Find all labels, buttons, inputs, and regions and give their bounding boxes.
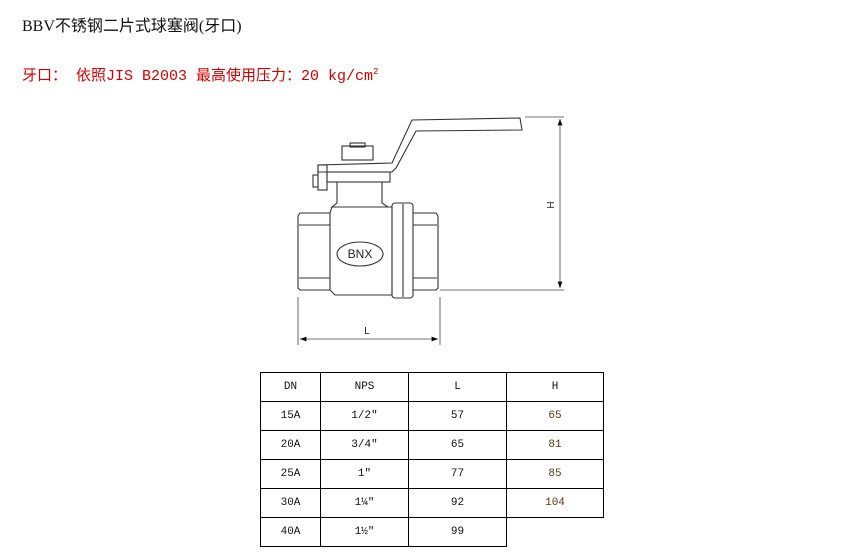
header-l: L [408, 372, 507, 402]
left-end [297, 212, 330, 291]
cell-h: 85 [506, 459, 604, 489]
cell-dn: 40A [260, 517, 321, 547]
table-row: 30A 1¼" 92 104 [260, 488, 604, 518]
logo-oval [336, 241, 384, 267]
table-header-row: DN NPS L H [260, 372, 604, 402]
stem-nut [341, 145, 374, 161]
dim-label-h: H [546, 201, 557, 208]
table-row: 20A 3/4" 65 81 [260, 430, 604, 460]
gland-flange [326, 171, 391, 183]
cell-dn: 15A [260, 401, 321, 431]
height-dimension [440, 116, 564, 291]
cell-l: 57 [408, 401, 507, 431]
valve-drawing: BNX H L [297, 116, 564, 345]
table-row: 15A 1/2" 57 65 [260, 401, 604, 431]
valve-handle [317, 117, 523, 173]
cell-nps: 1¼" [320, 488, 409, 518]
cell-dn: 30A [260, 488, 321, 518]
cell-h: 65 [506, 401, 604, 431]
cell-nps: 1½" [320, 517, 409, 547]
table-row: 25A 1" 77 85 [260, 459, 604, 489]
cell-h: 81 [506, 430, 604, 460]
right-end [413, 212, 439, 291]
neck [330, 182, 390, 208]
header-nps: NPS [320, 372, 409, 402]
cell-l: 99 [408, 517, 507, 547]
page-title: BBV不锈钢二片式球塞阀(牙口) [22, 18, 242, 35]
cell-nps: 1" [320, 459, 409, 489]
dimension-table: DN NPS L H 15A 1/2" 57 65 20A 3/4" 65 81… [260, 372, 604, 547]
dim-label-l: L [364, 326, 370, 337]
length-dimension [297, 297, 441, 345]
cell-dn: 20A [260, 430, 321, 460]
handle-tab [317, 164, 328, 191]
cell-nps: 1/2" [320, 401, 409, 431]
header-dn: DN [260, 372, 321, 402]
handle-stub [312, 174, 319, 188]
collar-ring [391, 202, 414, 299]
header-h: H [506, 372, 604, 402]
cell-dn: 25A [260, 459, 321, 489]
spec-superscript: 2 [373, 67, 379, 77]
cell-h: 104 [506, 488, 604, 518]
spec-line: 牙口： 依照JIS B2003 最高使用压力：20 kg/cm2 [22, 64, 378, 85]
spec-text: 牙口： 依照JIS B2003 最高使用压力：20 kg/cm [22, 68, 374, 85]
cell-h-empty [507, 518, 604, 547]
cell-l: 77 [408, 459, 507, 489]
cell-nps: 3/4" [320, 430, 409, 460]
table-row: 40A 1½" 99 [260, 517, 604, 547]
cell-l: 92 [408, 488, 507, 518]
logo-text: BNX [348, 247, 373, 261]
cell-l: 65 [408, 430, 507, 460]
